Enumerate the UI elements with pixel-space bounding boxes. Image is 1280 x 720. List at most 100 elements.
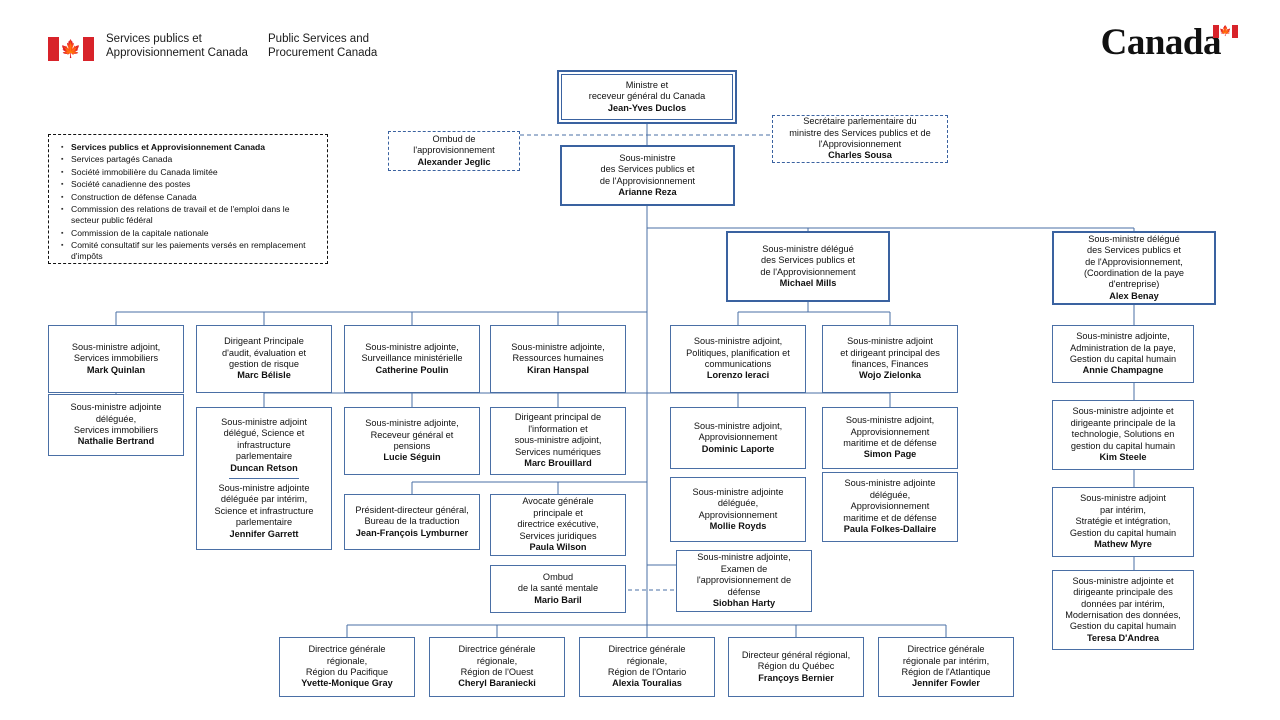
node-lymburner[interactable]: Président-directeur général, Bureau de l… xyxy=(344,494,480,550)
canada-wordmark: Canada 🍁 xyxy=(1101,24,1238,61)
node-person: Michael Mills xyxy=(779,277,837,288)
node-person: Paula Folkes-Dallaire xyxy=(843,524,937,535)
node-title: Sous-ministre adjointe déléguée, Service… xyxy=(70,402,162,435)
node-title: Directrice générale régionale par intéri… xyxy=(901,644,991,677)
node-person: Mollie Royds xyxy=(709,520,767,531)
node-person: Alexander Jeglic xyxy=(417,156,491,167)
node-gray[interactable]: Directrice générale régionale, Région du… xyxy=(279,637,415,697)
node-wilson[interactable]: Avocate générale principale et directric… xyxy=(490,494,626,556)
node-title: Ombud de la santé mentale xyxy=(517,571,599,594)
node-brouillard[interactable]: Dirigeant principal de l'information et … xyxy=(490,407,626,475)
node-bernier[interactable]: Directeur général régional, Région du Qu… xyxy=(728,637,864,697)
canada-flag-icon: 🍁 xyxy=(48,37,94,61)
node-person: Jean-François Lymburner xyxy=(355,527,469,538)
node-deputy-minister[interactable]: Sous-ministre des Services publics et de… xyxy=(560,145,735,206)
node-title: Sous-ministre adjoint par intérim, Strat… xyxy=(1069,493,1177,538)
node-person: Nathalie Bertrand xyxy=(77,436,155,447)
node-zielonka[interactable]: Sous-ministre adjoint et dirigeant princ… xyxy=(822,325,958,393)
node-dandrea[interactable]: Sous-ministre adjointe et dirigeante pri… xyxy=(1052,570,1194,650)
group-divider xyxy=(228,478,300,479)
node-bertrand[interactable]: Sous-ministre adjointe déléguée, Service… xyxy=(48,394,184,456)
node-title: Sous-ministre adjointe et dirigeante pri… xyxy=(1070,406,1176,451)
node-title: Dirigeant Principale d'audit, évaluation… xyxy=(222,336,306,369)
list-item: Société immobilière du Canada limitée xyxy=(61,167,317,178)
node-associate-dm-benay[interactable]: Sous-ministre délégué des Services publi… xyxy=(1052,231,1216,305)
node-person: Lorenzo Ieraci xyxy=(706,370,770,381)
node-garrett[interactable]: Sous-ministre adjointe déléguée par inté… xyxy=(214,483,313,540)
node-champagne[interactable]: Sous-ministre adjointe, Administration d… xyxy=(1052,325,1194,383)
node-retson[interactable]: Sous-ministre adjoint délégué, Science e… xyxy=(221,417,307,474)
node-person: Kiran Hanspal xyxy=(527,364,589,375)
portfolio-list: Services publics et Approvisionnement Ca… xyxy=(59,142,317,262)
wordmark-en: Public Services and Procurement Canada xyxy=(268,33,378,59)
node-baraniecki[interactable]: Directrice générale régionale, Région de… xyxy=(429,637,565,697)
list-item: Construction de défense Canada xyxy=(61,192,317,203)
node-title: Avocate générale principale et directric… xyxy=(517,496,599,541)
node-title: Sous-ministre adjoint, Politiques, plani… xyxy=(686,336,790,369)
node-title: Sous-ministre adjoint, Services immobili… xyxy=(71,341,161,364)
node-title: Sous-ministre adjointe et dirigeante pri… xyxy=(1065,575,1181,632)
node-myre[interactable]: Sous-ministre adjoint par intérim, Strat… xyxy=(1052,487,1194,557)
node-person: Jennifer Garrett xyxy=(229,528,299,539)
node-title: Sous-ministre adjointe, Receveur général… xyxy=(365,418,459,451)
node-title: Sous-ministre adjoint et dirigeant princ… xyxy=(840,336,940,369)
node-laporte[interactable]: Sous-ministre adjoint, Approvisionnement… xyxy=(670,407,806,469)
node-title: Directrice générale régionale, Région du… xyxy=(305,644,389,677)
node-title: Directrice générale régionale, Région de… xyxy=(458,644,536,677)
node-ieraci[interactable]: Sous-ministre adjoint, Politiques, plani… xyxy=(670,325,806,393)
node-person: Jennifer Fowler xyxy=(912,678,980,689)
node-person: Wojo Zielonka xyxy=(858,370,922,381)
node-person: Duncan Retson xyxy=(230,462,298,473)
node-title: Sous-ministre adjointe, Examen de l'appr… xyxy=(696,552,792,597)
node-person: Cheryl Baraniecki xyxy=(458,678,536,689)
node-parliamentary-secretary[interactable]: Secrétaire parlementaire du ministre des… xyxy=(772,115,948,163)
node-quinlan[interactable]: Sous-ministre adjoint, Services immobili… xyxy=(48,325,184,393)
node-title: Directeur général régional, Région du Qu… xyxy=(741,649,851,672)
list-item: Société canadienne des postes xyxy=(61,179,317,190)
node-seguin[interactable]: Sous-ministre adjointe, Receveur général… xyxy=(344,407,480,475)
node-person: Simon Page xyxy=(863,449,917,460)
list-item: Comité consultatif sur les paiements ver… xyxy=(61,240,317,262)
node-person: Françoys Bernier xyxy=(758,672,834,683)
node-baril[interactable]: Ombud de la santé mentale Mario Baril xyxy=(490,565,626,613)
node-ombud-procurement[interactable]: Ombud de l'approvisionnement Alexander J… xyxy=(388,131,520,171)
node-title: Sous-ministre adjointe, Administration d… xyxy=(1069,331,1177,364)
canada-wordmark-text: Canada xyxy=(1100,22,1222,63)
node-person: Arianne Reza xyxy=(618,186,677,197)
node-person: Marc Bélisle xyxy=(237,370,291,381)
node-title: Sous-ministre délégué des Services publi… xyxy=(1083,233,1185,290)
node-title: Sous-ministre adjointe déléguée par inté… xyxy=(214,483,314,528)
node-title: Sous-ministre adjoint, Approvisionnement xyxy=(693,420,783,443)
departmental-signature: 🍁 Services publics et Approvisionnement … xyxy=(48,33,418,61)
list-item: Commission de la capitale nationale xyxy=(61,228,317,239)
node-page[interactable]: Sous-ministre adjoint, Approvisionnement… xyxy=(822,407,958,469)
list-item: Commission des relations de travail et d… xyxy=(61,204,317,226)
node-person: Annie Champagne xyxy=(1082,365,1164,376)
node-belisle[interactable]: Dirigeant Principale d'audit, évaluation… xyxy=(196,325,332,393)
node-title: Dirigeant principal de l'information et … xyxy=(514,412,602,457)
node-person: Alexia Touralias xyxy=(612,678,682,689)
node-associate-dm-mills[interactable]: Sous-ministre délégué des Services publi… xyxy=(726,231,890,302)
node-person: Lucie Séguin xyxy=(383,452,441,463)
node-royds[interactable]: Sous-ministre adjointe déléguée, Approvi… xyxy=(670,477,806,542)
list-item: Services partagés Canada xyxy=(61,154,317,165)
node-fowler[interactable]: Directrice générale régionale par intéri… xyxy=(878,637,1014,697)
node-retson-garrett-group[interactable]: Sous-ministre adjoint délégué, Science e… xyxy=(196,407,332,550)
node-title: Sous-ministre adjointe déléguée, Approvi… xyxy=(843,478,937,523)
node-person: Kim Steele xyxy=(1099,452,1147,463)
node-harty[interactable]: Sous-ministre adjointe, Examen de l'appr… xyxy=(676,550,812,612)
wordmark-fr: Services publics et Approvisionnement Ca… xyxy=(106,33,248,59)
node-steele[interactable]: Sous-ministre adjointe et dirigeante pri… xyxy=(1052,400,1194,470)
node-title: Sous-ministre délégué des Services publi… xyxy=(760,243,856,277)
node-title: Ministre et receveur général du Canada xyxy=(588,79,706,102)
node-hanspal[interactable]: Sous-ministre adjointe, Ressources humai… xyxy=(490,325,626,393)
node-person: Dominic Laporte xyxy=(701,443,775,454)
node-poulin[interactable]: Sous-ministre adjointe, Surveillance min… xyxy=(344,325,480,393)
node-person: Mario Baril xyxy=(534,594,582,605)
node-title: Ombud de l'approvisionnement xyxy=(413,133,495,156)
node-folkes-dallaire[interactable]: Sous-ministre adjointe déléguée, Approvi… xyxy=(822,472,958,542)
node-person: Mathew Myre xyxy=(1094,539,1152,550)
node-minister[interactable]: Ministre et receveur général du Canada J… xyxy=(557,70,737,124)
node-touralias[interactable]: Directrice générale régionale, Région de… xyxy=(579,637,715,697)
